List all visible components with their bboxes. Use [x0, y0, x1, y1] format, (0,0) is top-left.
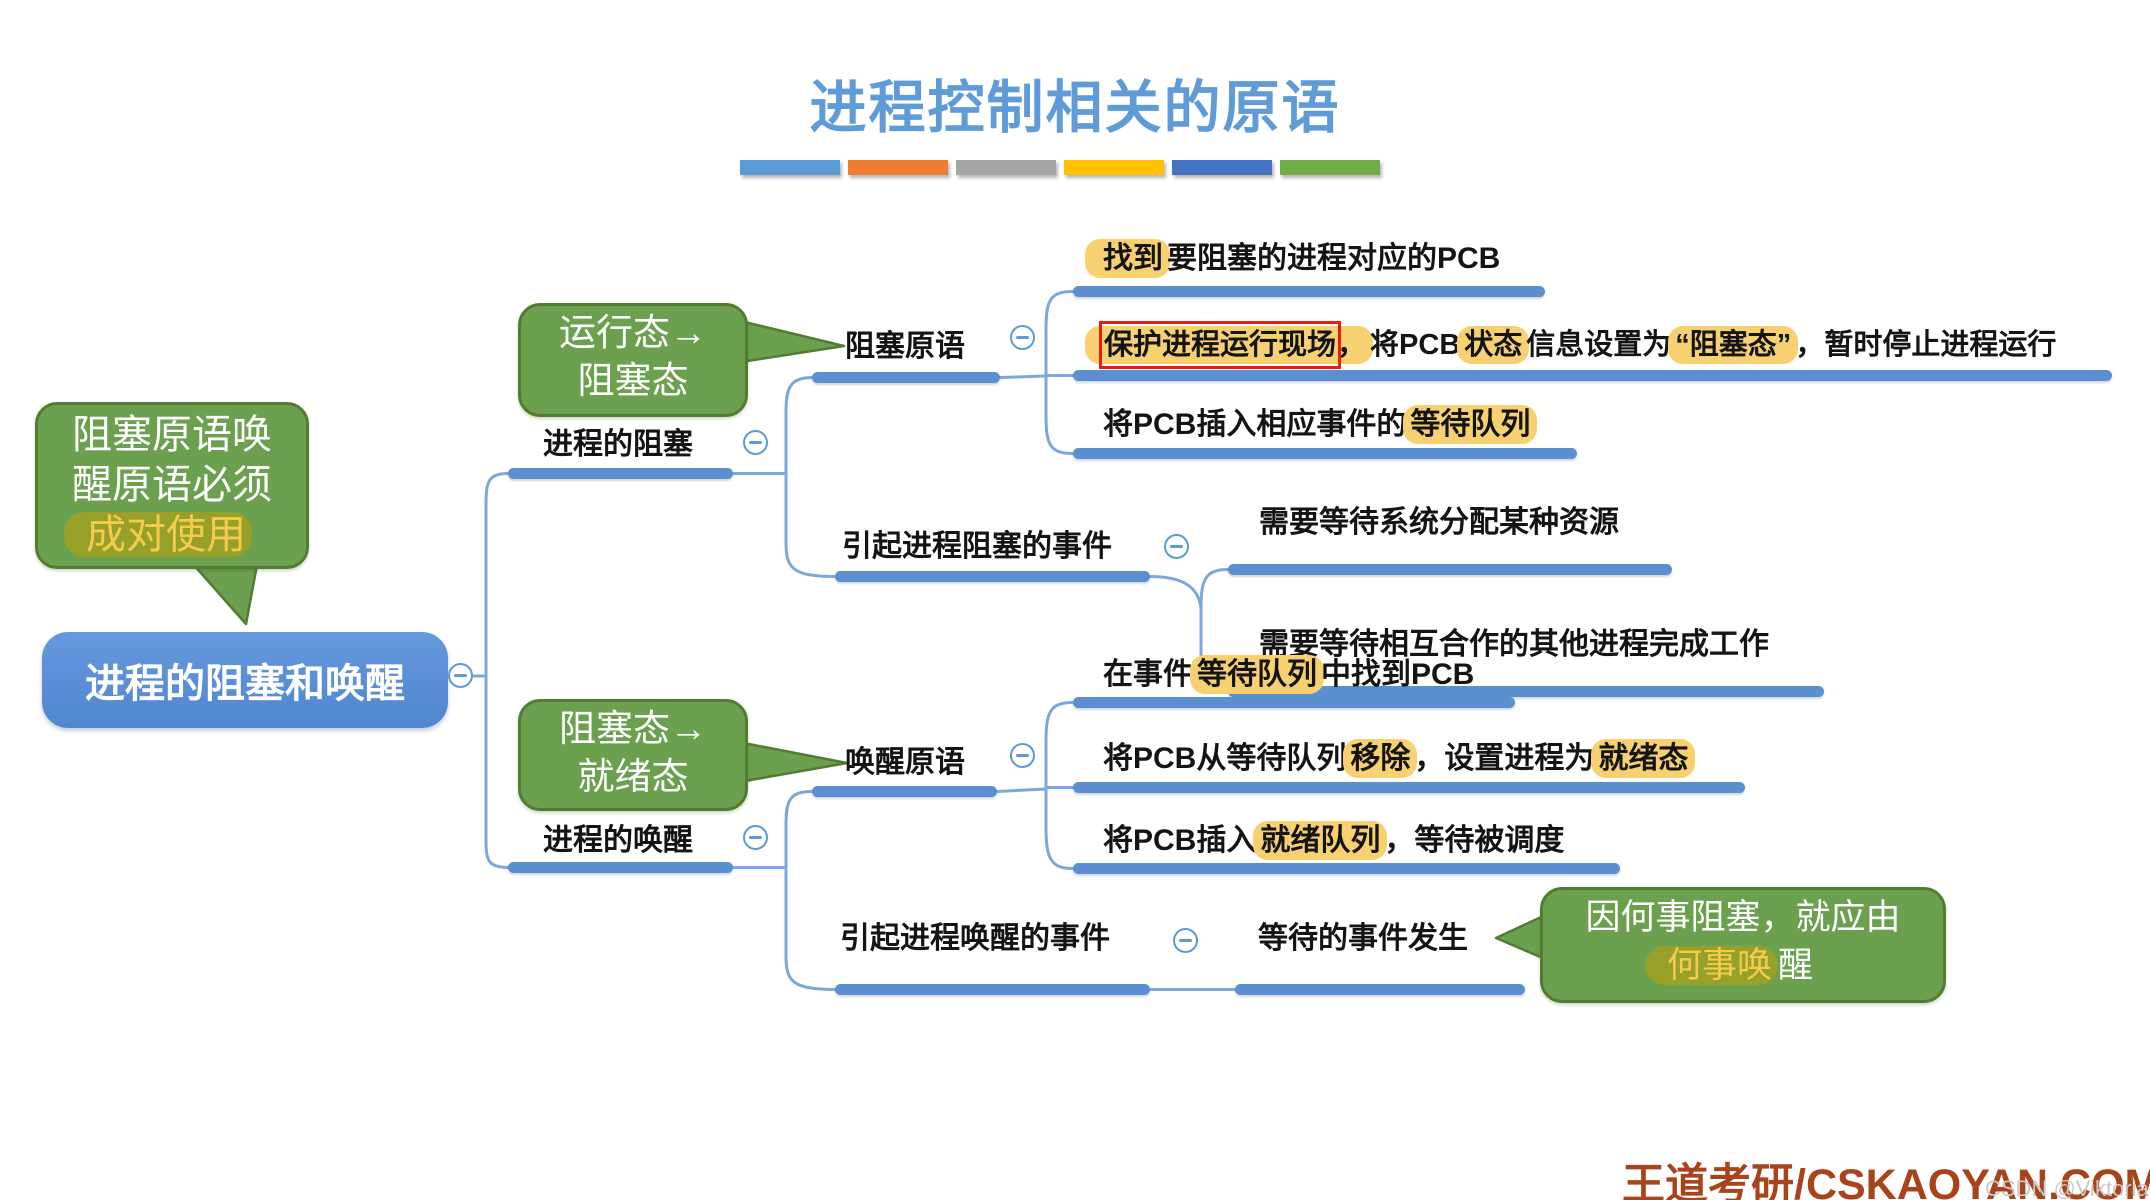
leaf-text: ，设置进程为 — [1414, 742, 1595, 775]
block-to-ready-line1: 阻塞态→ — [559, 709, 707, 750]
block-primitive-fan — [1044, 290, 1075, 455]
run-to-block-line1: 运行态→ — [559, 313, 707, 354]
pair-note-line1: 阻塞原语唤 — [72, 412, 272, 457]
highlight-text: 等待队列 — [1403, 405, 1538, 444]
collapse-toggle-root[interactable] — [448, 663, 473, 688]
collapse-toggle-wake-branch[interactable] — [743, 825, 768, 850]
highlight-text: 就绪队列 — [1253, 821, 1388, 860]
pair-note-bubble[interactable]: 阻塞原语唤 醒原语必须 成对使用 — [35, 402, 309, 569]
block-to-ready-line2: 就绪态 — [577, 757, 689, 798]
block-branch-bracket — [784, 376, 837, 578]
wake-reason-highlight: 何事唤 — [1644, 946, 1778, 985]
collapse-toggle-wake-events[interactable] — [1173, 928, 1198, 953]
leaf-block-event1[interactable]: 需要等待系统分配某种资源 — [1259, 506, 1619, 539]
pair-note-highlight: 成对使用 — [64, 512, 252, 557]
branch-line — [1228, 686, 1824, 697]
wake-reason-bubble[interactable]: 因何事阻塞，就应由 何事唤醒 — [1540, 887, 1946, 1003]
branch-line — [1073, 782, 1745, 793]
highlight-text: 找到 — [1085, 239, 1170, 278]
run-to-block-bubble[interactable]: 运行态→ 阻塞态 — [518, 303, 748, 417]
branch-line — [835, 984, 1150, 995]
leaf-text: 在事件 — [1103, 658, 1193, 691]
node-wake-primitive[interactable]: 唤醒原语 — [845, 746, 965, 779]
accent-bar-6 — [1280, 160, 1380, 175]
run-to-block-line2: 阻塞态 — [577, 361, 689, 402]
branch-line — [508, 862, 733, 873]
branch-line — [508, 468, 733, 479]
leaf-text: 中找到PCB — [1321, 658, 1475, 691]
branch-line — [1073, 286, 1545, 297]
leaf-wake-event1[interactable]: 等待的事件发生 — [1258, 922, 1468, 955]
node-block-branch[interactable]: 进程的阻塞 — [543, 428, 693, 461]
accent-bar-4 — [1064, 160, 1164, 175]
leaf-text: ，等待被调度 — [1384, 824, 1565, 857]
accent-bar-1 — [740, 160, 840, 175]
wake-reason-pill-text: 唤 — [1736, 946, 1772, 985]
wake-primitive-fan — [1044, 701, 1075, 870]
leaf-wake-step2[interactable]: 将PCB从等待队列移除，设置进程为就绪态 — [1103, 739, 1696, 778]
leaf-wake-step3[interactable]: 将PCB插入就绪队列，等待被调度 — [1103, 821, 1565, 860]
wake-reason-line2: 何事唤醒 — [1543, 942, 1943, 990]
wake-reason-rest-text: 醒 — [1778, 946, 1814, 985]
leaf-text: 要阻塞的进程对应的PCB — [1167, 242, 1501, 275]
accent-bar-3 — [956, 160, 1056, 175]
accent-bar-2 — [848, 160, 948, 175]
block-to-ready-bubble[interactable]: 阻塞态→ 就绪态 — [518, 699, 748, 811]
collapse-toggle-block-events[interactable] — [1164, 534, 1189, 559]
red-box-annotation: 保护进程运行现场 — [1098, 321, 1342, 369]
leaf-text: ， — [1337, 329, 1367, 361]
node-wake-events[interactable]: 引起进程唤醒的事件 — [840, 922, 1110, 955]
leaf-text: 信息设置为 — [1526, 329, 1672, 361]
leaf-text: 将PCB插入相应事件的 — [1103, 408, 1407, 441]
leaf-text: 将PCB — [1370, 329, 1461, 361]
highlight-text: “阻塞态” — [1668, 326, 1799, 364]
leaf-block-step1[interactable]: 找到要阻塞的进程对应的PCB — [1085, 239, 1501, 278]
branch-line — [812, 372, 1000, 383]
branch-line — [835, 571, 1150, 582]
root-bracket-line — [484, 472, 510, 869]
wake-reason-highlight-text: 何事 — [1666, 946, 1737, 985]
wake-primitive-connector — [995, 787, 1048, 793]
branch-line — [1073, 448, 1577, 459]
leaf-text: 将PCB从等待队列 — [1103, 742, 1347, 775]
pair-note-line3: 成对使用 — [38, 510, 306, 560]
branch-line — [1073, 697, 1515, 708]
highlight-text: 保护进程运行现场， — [1085, 321, 1374, 369]
highlight-text: 等待队列 — [1190, 655, 1324, 694]
branch-line — [1235, 984, 1525, 995]
node-block-primitive[interactable]: 阻塞原语 — [845, 330, 965, 363]
block-primitive-connector — [998, 374, 1048, 379]
branch-line — [812, 786, 997, 797]
root-node[interactable]: 进程的阻塞和唤醒 — [42, 632, 448, 728]
collapse-toggle-block-branch[interactable] — [743, 430, 768, 455]
node-block-events[interactable]: 引起进程阻塞的事件 — [842, 530, 1112, 563]
leaf-block-step3[interactable]: 将PCB插入相应事件的等待队列 — [1103, 405, 1538, 444]
branch-line — [1073, 370, 2112, 381]
block-events-connector — [1148, 575, 1203, 610]
collapse-toggle-wake-primitive[interactable] — [1010, 743, 1035, 768]
accent-bar-5 — [1172, 160, 1272, 175]
highlight-text: 就绪态 — [1591, 739, 1696, 778]
branch-line — [1073, 863, 1620, 874]
leaf-block-event2[interactable]: 需要等待相互合作的其他进程完成工作 — [1259, 628, 1769, 661]
page-title: 进程控制相关的原语 — [809, 77, 1341, 140]
leaf-text: 将PCB插入 — [1103, 824, 1257, 857]
csdn-watermark: CSDN @Viktoriae — [1985, 1176, 2150, 1200]
highlight-text: 移除 — [1343, 739, 1418, 778]
collapse-toggle-block-primitive[interactable] — [1010, 325, 1035, 350]
branch-line — [1228, 564, 1672, 575]
node-wake-branch[interactable]: 进程的唤醒 — [543, 824, 693, 857]
leaf-text: ，暂时停止进程运行 — [1795, 329, 2057, 361]
leaf-wake-step1[interactable]: 在事件等待队列中找到PCB — [1103, 655, 1475, 694]
wake-reason-line1: 因何事阻塞，就应由 — [1585, 898, 1901, 937]
wake-branch-bracket — [784, 790, 837, 991]
highlight-text: 状态 — [1457, 326, 1530, 364]
pair-note-line2: 醒原语必须 — [72, 462, 272, 507]
brand-watermark: 王道考研/CSKAOYAN.COM — [1622, 1161, 2150, 1200]
